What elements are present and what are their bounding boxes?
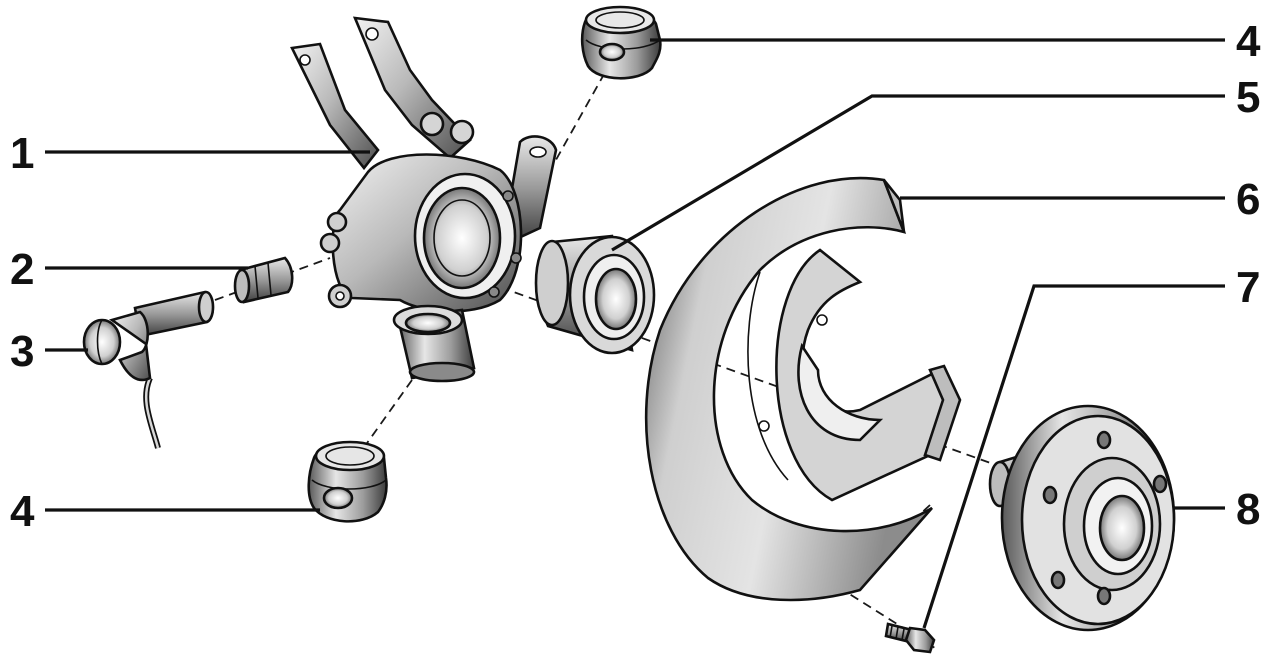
callout-4-lower: 4 bbox=[10, 487, 35, 536]
leader-line-7 bbox=[922, 284, 1225, 629]
callout-2: 2 bbox=[10, 245, 34, 294]
rubber-bushing-upper bbox=[580, 5, 662, 80]
callout-8: 8 bbox=[1236, 485, 1260, 534]
callout-3: 3 bbox=[10, 327, 34, 376]
wheel-speed-sensor bbox=[82, 290, 215, 449]
callout-1: 1 bbox=[10, 129, 34, 178]
callout-5: 5 bbox=[1236, 73, 1260, 122]
steering-knuckle bbox=[290, 16, 558, 383]
bolt bbox=[884, 622, 936, 654]
callout-6: 6 bbox=[1236, 175, 1260, 224]
callout-4-upper: 4 bbox=[1236, 17, 1261, 66]
sleeve bbox=[233, 256, 294, 304]
rubber-bushing-lower bbox=[307, 440, 388, 523]
leader-line-5 bbox=[611, 94, 1225, 252]
wheel-hub bbox=[988, 404, 1176, 632]
callout-labels: 1 2 3 4 4 5 6 7 8 bbox=[10, 17, 1261, 536]
leader-lines bbox=[45, 38, 1225, 629]
callout-7: 7 bbox=[1236, 263, 1260, 312]
wheel-bearing bbox=[534, 234, 656, 355]
brake-dust-shield bbox=[644, 176, 962, 602]
